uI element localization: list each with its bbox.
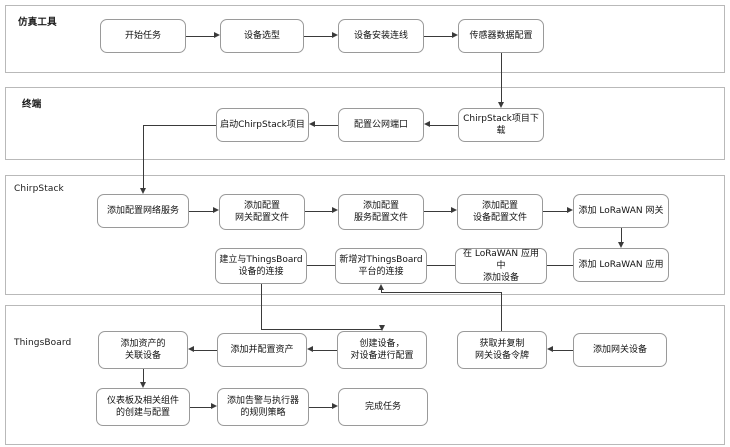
process-node-n15[interactable]: 新增对ThingsBoard 平台的连接	[335, 248, 427, 284]
process-node-n24[interactable]: 完成任务	[338, 388, 428, 426]
process-node-n7[interactable]: 启动ChirpStack项目	[216, 108, 309, 142]
swimlane-label-chirpstack: ChirpStack	[14, 184, 64, 194]
process-node-n16[interactable]: 建立与ThingsBoard 设备的连接	[215, 248, 307, 284]
process-node-n23[interactable]: 添加告警与执行器 的规则策略	[217, 388, 309, 426]
process-node-n13[interactable]: 添加 LoRaWAN 应用	[573, 248, 669, 282]
process-node-n1[interactable]: 开始任务	[100, 19, 186, 53]
swimlane-label-sim: 仿真工具	[18, 17, 57, 28]
swimlane-label-thingsboard: ThingsBoard	[14, 338, 72, 348]
process-node-n4[interactable]: 传感器数据配置	[458, 19, 544, 53]
process-node-n17[interactable]: 添加网关设备	[573, 333, 667, 367]
swimlane-label-terminal: 终端	[22, 99, 42, 110]
process-node-n5[interactable]: ChirpStack项目下载	[458, 108, 544, 142]
process-node-n22[interactable]: 仪表板及相关组件 的创建与配置	[96, 388, 190, 426]
process-node-n19[interactable]: 创建设备， 对设备进行配置	[337, 331, 427, 369]
process-node-n6[interactable]: 配置公网端口	[338, 108, 424, 142]
process-node-n3[interactable]: 设备安装连线	[338, 19, 424, 53]
process-node-n12[interactable]: 添加 LoRaWAN 网关	[573, 194, 669, 228]
process-node-n8[interactable]: 添加配置网络服务	[97, 194, 189, 228]
process-node-n11[interactable]: 添加配置 设备配置文件	[457, 194, 543, 230]
process-node-n20[interactable]: 添加并配置资产	[217, 333, 307, 367]
process-node-n14[interactable]: 在 LoRaWAN 应用中 添加设备	[455, 248, 547, 284]
process-node-n21[interactable]: 添加资产的 关联设备	[98, 331, 188, 369]
process-node-n10[interactable]: 添加配置 服务配置文件	[338, 194, 424, 230]
process-node-n9[interactable]: 添加配置 网关配置文件	[219, 194, 305, 230]
process-node-n2[interactable]: 设备选型	[220, 19, 304, 53]
process-node-n18[interactable]: 获取并复制 网关设备令牌	[457, 331, 547, 369]
